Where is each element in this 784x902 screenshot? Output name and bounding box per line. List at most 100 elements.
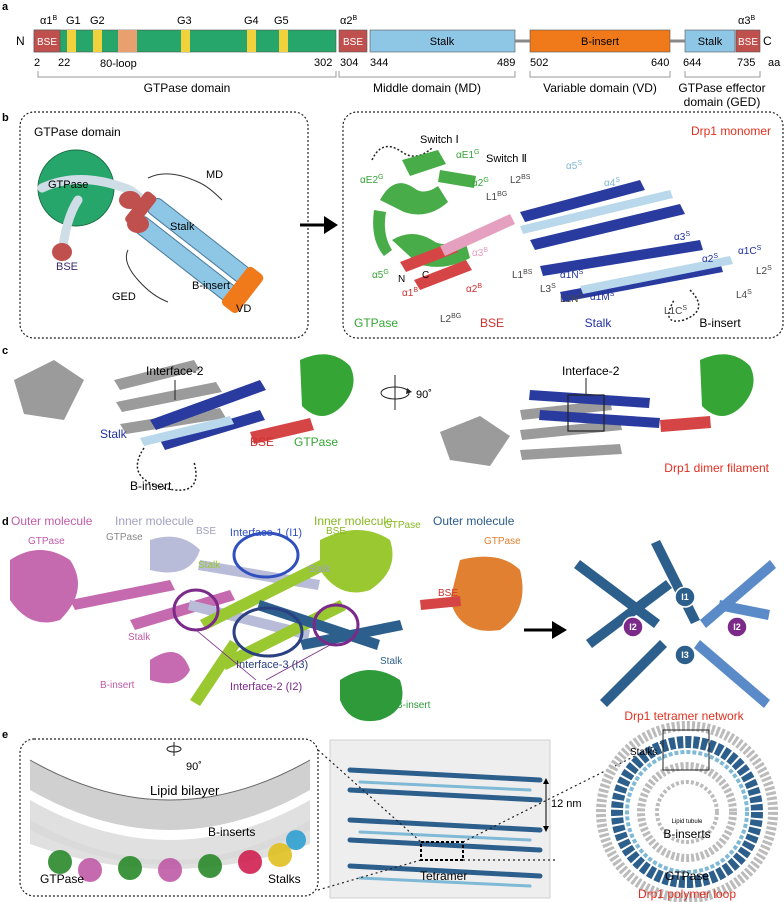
schematic-vd: VD <box>236 303 251 315</box>
a1ms: α1MS <box>590 291 615 303</box>
bse-label-1: BSE <box>37 37 57 48</box>
middle-domain-label: Middle domain (MD) <box>373 81 481 95</box>
c-title: Drp1 dimer filament <box>664 461 769 475</box>
l4s: L4S <box>736 289 752 301</box>
svg-text:I2: I2 <box>629 622 637 632</box>
c-rotation: 90˚ <box>416 389 432 401</box>
svg-text:GTPase: GTPase <box>384 520 421 531</box>
svg-text:640: 640 <box>651 57 669 69</box>
loop80-label: 80-loop <box>100 58 137 70</box>
domain-bar <box>33 29 761 53</box>
membrane-box <box>19 738 319 897</box>
a2s: α2S <box>702 253 718 265</box>
bse-ball-3 <box>52 243 72 261</box>
arrow-d <box>524 621 567 639</box>
a1b-label: α1B <box>40 15 57 27</box>
l1bg: L1BG <box>486 191 507 203</box>
svg-text:344: 344 <box>370 57 388 69</box>
ring-tubule: Lipid tubule <box>672 819 703 825</box>
arrow-b <box>300 216 338 234</box>
e-stalks: Stalks <box>268 872 301 886</box>
panel-c-label: c <box>2 345 8 357</box>
interface3-ring <box>232 606 304 658</box>
ged-label-1: GTPase effector <box>678 81 765 95</box>
interface2-ring-b <box>312 603 360 647</box>
l2s: L2S <box>756 265 772 277</box>
schematic-title: GTPase domain <box>34 125 121 139</box>
n-term-b: N <box>398 274 405 285</box>
a2b-label: α2B <box>340 15 357 27</box>
ae1g: αE1G <box>456 149 479 161</box>
e-binserts: B-inserts <box>208 825 255 839</box>
panel-a-label: a <box>2 1 9 13</box>
monomer-structure <box>371 145 733 322</box>
cryo-em-helix <box>329 739 551 899</box>
aa-unit: aa <box>768 57 781 69</box>
c-stalk: Stalk <box>100 427 128 441</box>
polymer-ring <box>596 721 778 902</box>
bse-segment-3 <box>735 29 761 53</box>
n-terminus: N <box>16 34 25 48</box>
l3s: L3S <box>540 283 556 295</box>
a2b-b: α2B <box>466 283 482 295</box>
svg-text:B-insert: B-insert <box>396 700 431 711</box>
panel-b-label: b <box>2 112 9 124</box>
l1bs: L1BS <box>512 269 533 281</box>
svg-text:302: 302 <box>314 57 332 69</box>
d-interface2: Interface-2 (I2) <box>230 681 302 693</box>
d-outer-left: Outer molecule <box>11 514 93 528</box>
svg-text:BSE: BSE <box>326 526 346 537</box>
svg-text:735: 735 <box>737 57 755 69</box>
schematic-md: MD <box>206 169 223 181</box>
d-interface1: Interface-1 (I1) <box>230 527 302 539</box>
ae2g: αE2G <box>360 174 383 186</box>
l2bg: L2BG <box>440 313 461 325</box>
rotation-arrow-c <box>380 375 412 410</box>
ged-label-2: domain (GED) <box>684 95 761 109</box>
zoom-lines <box>317 741 664 891</box>
g3-segment <box>181 30 190 52</box>
bse-segment-1 <box>33 29 61 53</box>
g5-segment <box>279 30 288 52</box>
network-labels: I1 I3 I2 I2 <box>629 592 741 660</box>
c-gtpase: GTPase <box>294 435 338 449</box>
svg-text:502: 502 <box>530 57 548 69</box>
g1-label: G1 <box>66 15 81 27</box>
variable-domain-label: Variable domain (VD) <box>543 81 657 95</box>
panel-e-label: e <box>2 729 8 741</box>
c-terminus: C <box>763 34 772 48</box>
schematic-bse: BSE <box>56 261 78 273</box>
svg-text:Stalk: Stalk <box>128 632 151 643</box>
interface1-ring <box>232 531 300 579</box>
l2bs: L2BS <box>510 174 531 186</box>
g4-label: G4 <box>244 15 259 27</box>
c-bse: BSE <box>250 435 274 449</box>
e-scale: 12 nm <box>551 798 582 810</box>
switch-2-label: Switch Ⅱ <box>486 153 527 165</box>
bse-ball-1 <box>119 191 141 209</box>
a3b-label: α3B <box>738 15 755 27</box>
g2-segment <box>93 30 102 52</box>
d-outer-right: Outer molecule <box>433 514 515 528</box>
svg-text:489: 489 <box>497 57 515 69</box>
a3b-b: α3B <box>472 247 488 259</box>
a2g: α2G <box>472 177 489 189</box>
dimer-left <box>14 354 354 491</box>
svg-text:644: 644 <box>683 57 701 69</box>
d-inner-right: Inner molecule <box>314 514 393 528</box>
g1-segment <box>67 30 76 52</box>
bse-label-3: BSE <box>738 37 758 48</box>
g3-label: G3 <box>177 15 192 27</box>
svg-text:2: 2 <box>34 57 40 69</box>
loop80-segment <box>118 30 137 52</box>
svg-text:BSE: BSE <box>196 526 216 537</box>
svg-text:B-insert: B-insert <box>100 680 135 691</box>
c-binsert: B-insert <box>130 479 172 493</box>
monomer-labels: αE1G αE2G α2G α5G L1BG L2BG N C α1B α2B … <box>360 149 772 325</box>
svg-text:Stalk: Stalk <box>198 560 221 571</box>
monomer-bse: BSE <box>480 316 504 330</box>
a5s: α5S <box>566 160 582 172</box>
e-gtpase: GTPase <box>40 872 84 886</box>
panel-d-label: d <box>2 516 9 528</box>
